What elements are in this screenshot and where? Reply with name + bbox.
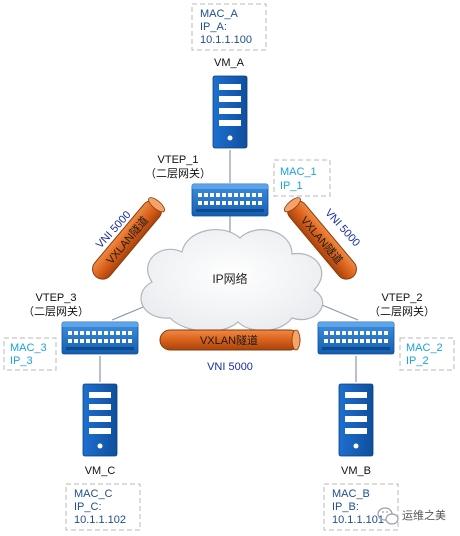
vtep-2-name: VTEP_2 [382,292,423,304]
vm-b-server-icon [338,383,374,457]
vtep-3-role: （二层网关） [23,304,89,318]
watermark: 运维之美 [377,507,446,525]
vm-a-ip: 10.1.1.100 [200,34,252,46]
vtep-3-name: VTEP_3 [36,292,77,304]
vtep-3-switch-icon [61,321,139,355]
vm-c-ip-label: IP_C: [74,501,102,513]
vtep-1-ip: IP_1 [280,180,303,192]
vm-c-ip: 10.1.1.102 [74,514,126,526]
vtep-2-mac: MAC_2 [406,342,443,354]
vm-b-name: VM_B [341,465,371,477]
vm-b-info-box [323,483,399,531]
vm-a-ip-label: IP_A: [200,21,227,33]
vtep-2: VTEP_2 （二层网关） MAC_2 IP_2 [317,292,455,371]
vm-b-ip: 10.1.1.101 [332,514,384,526]
vm-a-mac: MAC_A [200,8,239,20]
vm-c: VM_C MAC_C IP_C: 10.1.1.102 [65,383,141,531]
vtep-1-switch-icon [191,183,269,217]
vtep-3-info-box [3,337,57,371]
tunnel-bottom-label: VXLAN隧道 [200,333,258,347]
ip-network-cloud: IP网络 [140,229,324,332]
vm-c-server-icon [82,383,118,457]
cloud-label: IP网络 [212,271,247,286]
vtep-1-mac: MAC_1 [280,166,317,178]
watermark-text: 运维之美 [402,508,446,522]
vtep-2-switch-icon [317,321,395,355]
wechat-icon [377,507,399,525]
vtep-2-role: （二层网关） [369,304,435,318]
vni-bottom-label: VNI 5000 [207,361,253,373]
vtep-3-ip: IP_3 [10,355,33,367]
vm-b-mac: MAC_B [332,488,370,500]
vxlan-tunnel-bottom: VXLAN隧道 [159,329,301,351]
vm-b: VM_B MAC_B IP_B: 10.1.1.101 [323,383,399,531]
vtep-1-name: VTEP_1 [158,154,199,166]
vtep-1-info-box [273,159,331,197]
vm-a-server-icon [212,75,248,149]
vm-a-info-box [191,3,267,51]
vm-a: MAC_A IP_A: 10.1.1.100 VM_A [191,3,267,149]
vtep-3-mac: MAC_3 [10,342,47,354]
vtep-1: VTEP_1 （二层网关） MAC_1 IP_1 [145,154,331,217]
vtep-2-info-box [399,337,455,371]
vtep-2-ip: IP_2 [406,355,429,367]
vm-c-info-box [65,483,141,531]
vtep-3: VTEP_3 （二层网关） MAC_3 IP_3 [3,292,139,371]
vm-c-name: VM_C [85,465,116,477]
vm-c-mac: MAC_C [74,488,113,500]
vtep-1-role: （二层网关） [145,166,211,180]
vm-a-name: VM_A [214,57,245,69]
vm-b-ip-label: IP_B: [332,501,359,513]
